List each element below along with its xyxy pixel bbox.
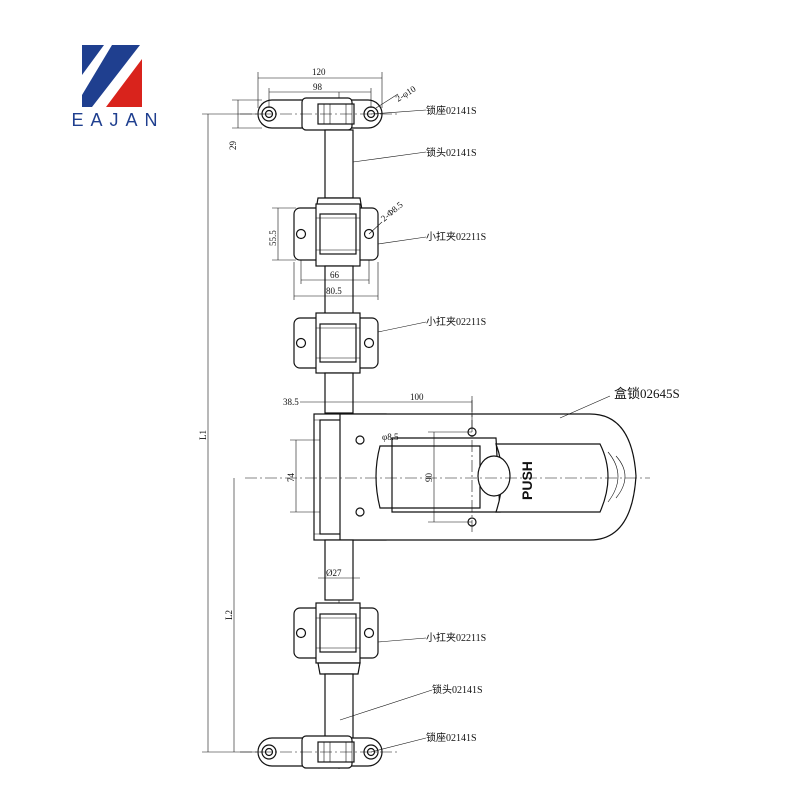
clamp-2 — [293, 312, 379, 374]
label-lock-head-bottom: 锁头02141S — [432, 683, 483, 696]
dim-38-5: 38.5 — [283, 397, 299, 407]
dim-90: 90 — [424, 473, 434, 483]
label-box-lock: 盒锁02645S — [614, 386, 680, 401]
clamp-1 — [293, 203, 379, 267]
dim-L1: L1 — [198, 430, 208, 440]
label-clamp-1: 小扛夹02211S — [426, 230, 486, 243]
label-clamp-2: 小扛夹02211S — [426, 315, 486, 328]
dim-66: 66 — [330, 270, 340, 280]
eajan-logo-icon — [82, 45, 142, 107]
dim-2phi85: 2-Φ8.5 — [379, 199, 405, 223]
clamp-3 — [293, 602, 379, 664]
dim-55-5: 55.5 — [268, 230, 278, 246]
brand-name: EAJAN — [71, 110, 165, 130]
dim-98: 98 — [313, 82, 323, 92]
dimension-lines — [202, 72, 473, 753]
lock-seat-bottom — [240, 735, 400, 769]
label-lock-seat-top: 锁座02141S — [426, 104, 477, 117]
lock-seat-top — [240, 97, 400, 131]
push-text: PUSH — [519, 461, 535, 500]
box-lock: PUSH — [245, 400, 650, 541]
label-lock-seat-bottom: 锁座02141S — [426, 731, 477, 744]
dim-74: 74 — [286, 473, 296, 483]
leader-lines — [339, 93, 611, 753]
label-clamp-3: 小扛夹02211S — [426, 631, 486, 644]
dim-100: 100 — [410, 392, 424, 402]
dim-29: 29 — [228, 141, 238, 151]
dim-2phi10: 2-φ10 — [394, 83, 418, 103]
label-lock-head-top: 锁头02141S — [426, 146, 477, 159]
dim-80-5: 80.5 — [326, 286, 342, 296]
dim-L2: L2 — [224, 610, 234, 620]
dim-120: 120 — [312, 67, 326, 77]
dim-phi8-5: φ8.5 — [382, 432, 399, 442]
dim-phi27: Ø27 — [326, 568, 342, 578]
